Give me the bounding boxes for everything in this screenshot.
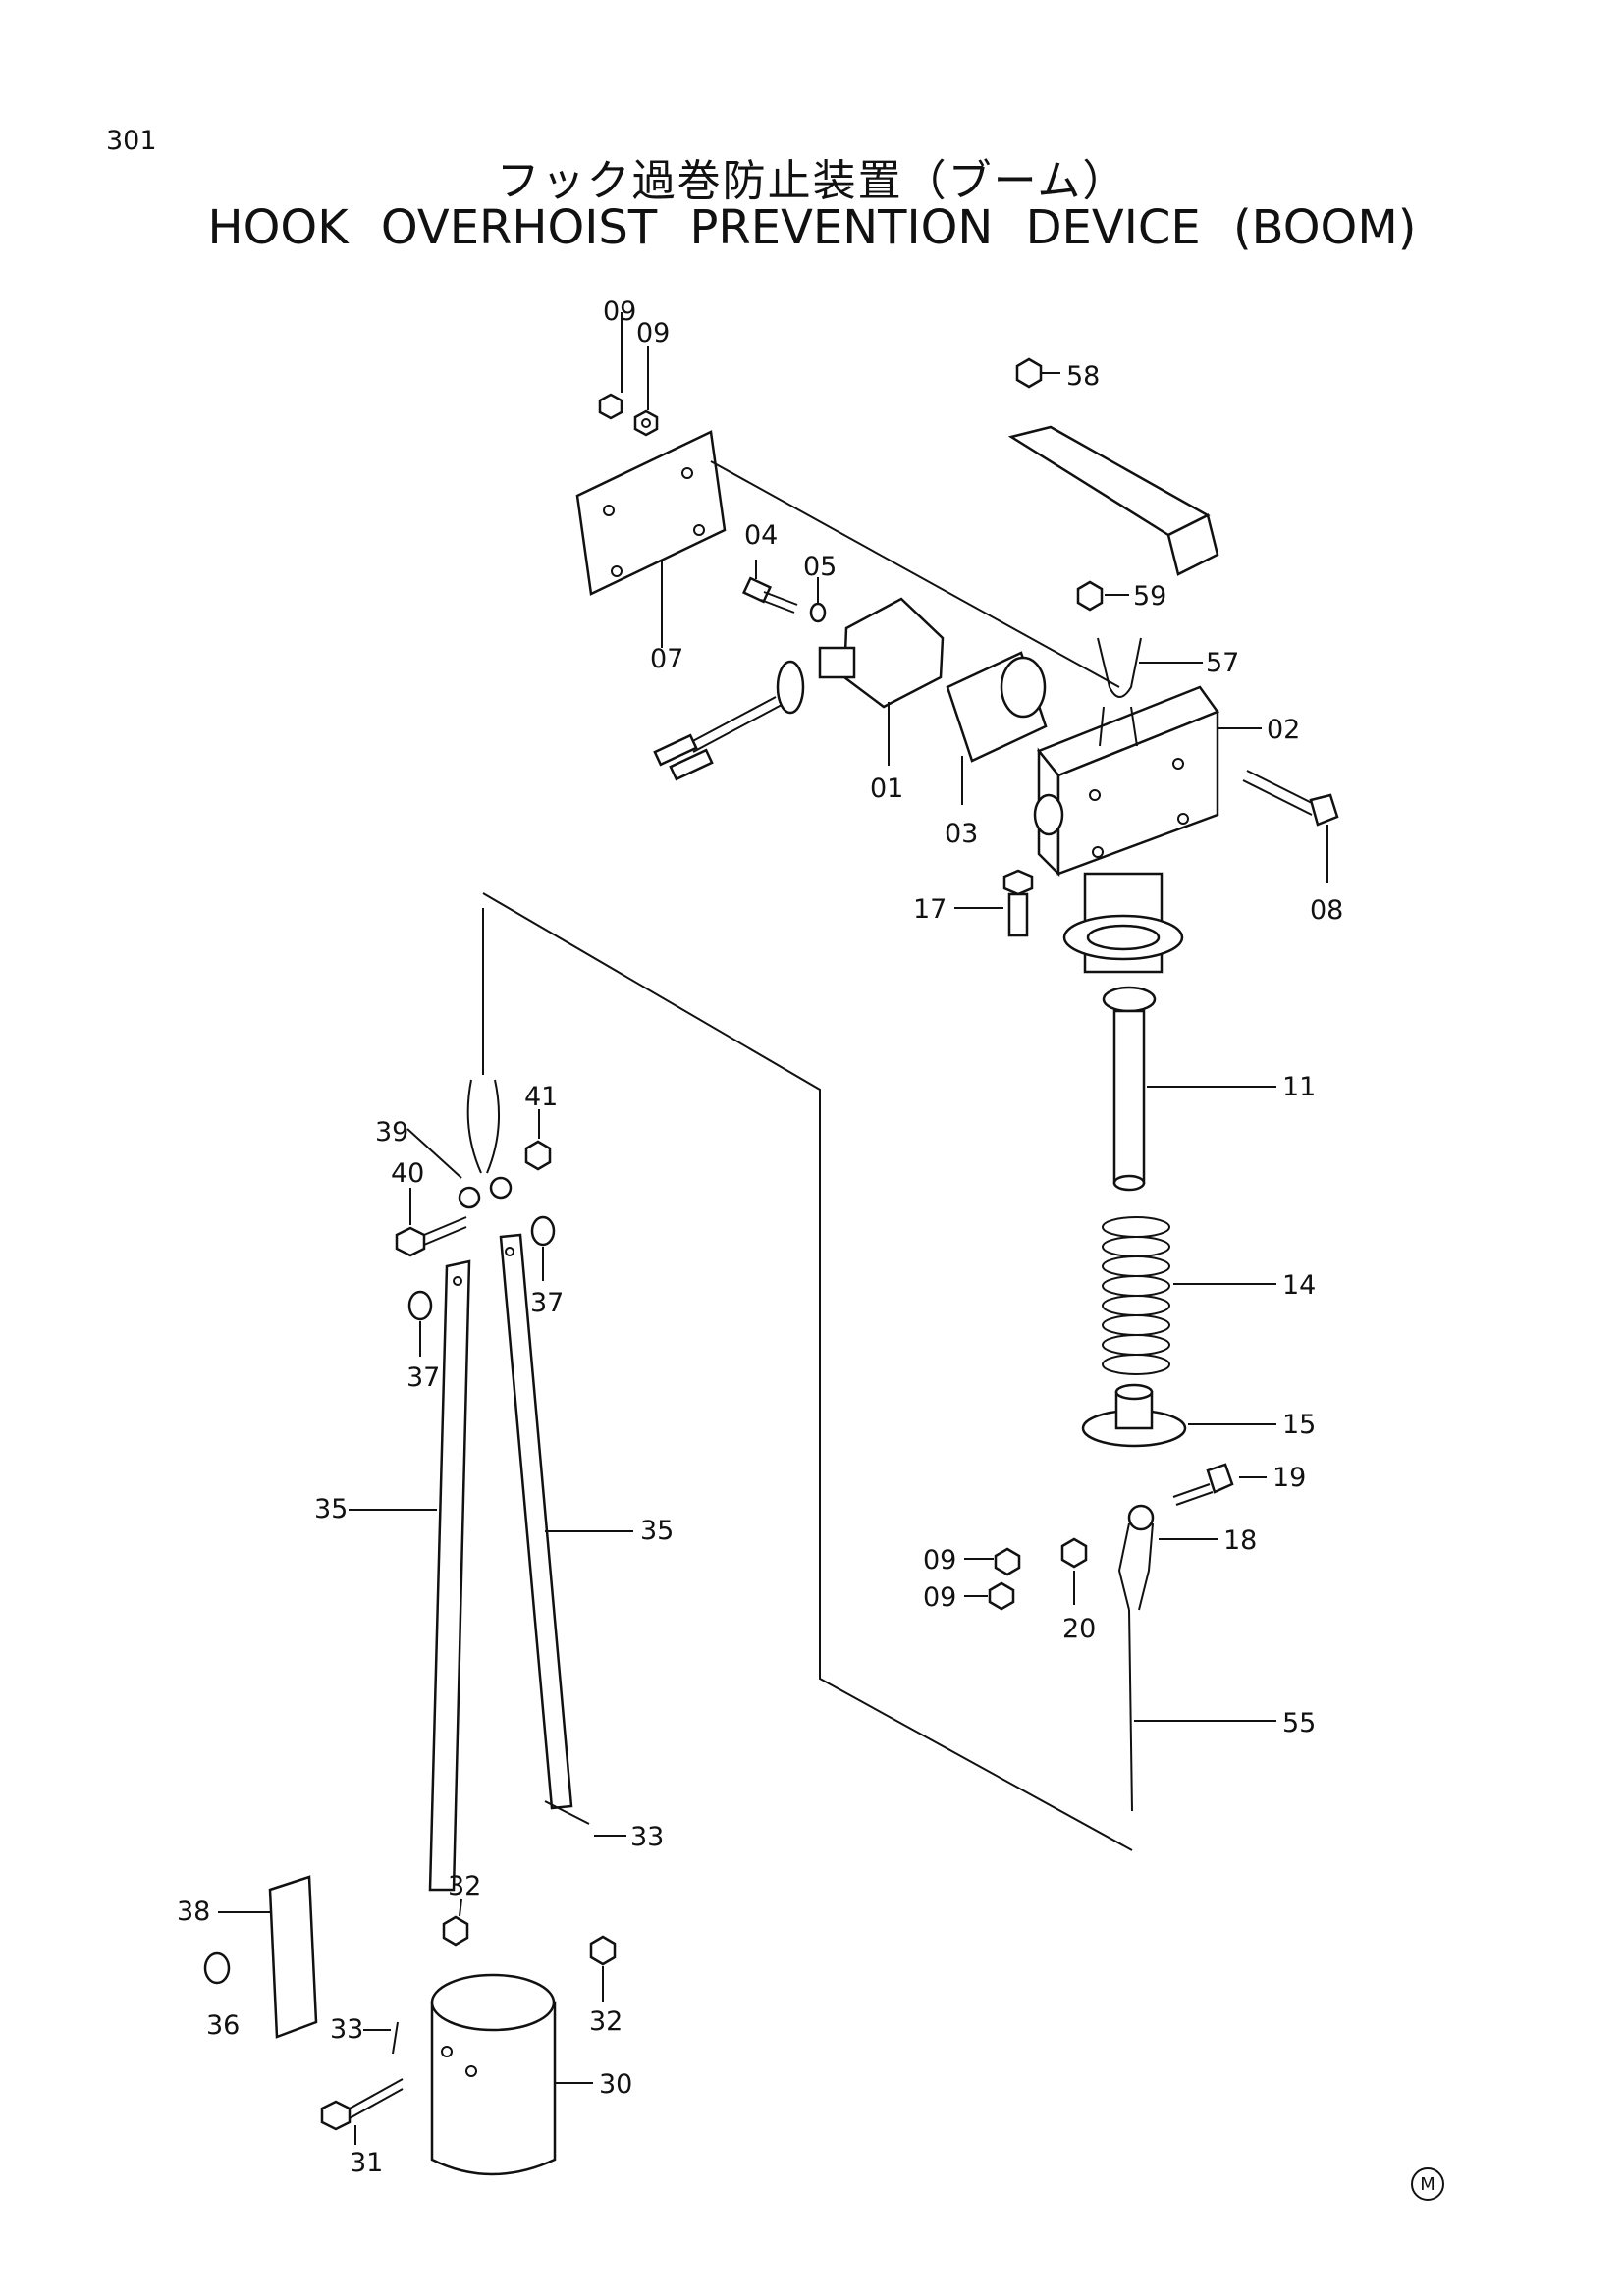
label-33-upper: 33	[630, 1822, 664, 1852]
label-38: 38	[177, 1896, 210, 1927]
label-20: 20	[1062, 1614, 1096, 1644]
washer-37-left	[407, 1290, 433, 1321]
washer-05	[809, 602, 827, 623]
label-09-a: 09	[603, 296, 636, 327]
label-36: 36	[206, 2010, 240, 2041]
label-37-right: 37	[530, 1288, 564, 1318]
label-58: 58	[1066, 361, 1100, 392]
label-05: 05	[803, 552, 837, 582]
label-08: 08	[1310, 895, 1343, 926]
cover-03	[946, 651, 1048, 763]
plunger-11	[1102, 986, 1157, 1192]
bolt-40	[395, 1216, 467, 1257]
washer-37-right	[530, 1215, 556, 1247]
label-09-d: 09	[923, 1582, 956, 1613]
counterweight-38	[268, 1875, 318, 2039]
pin-31	[320, 2078, 404, 2131]
label-35-left: 35	[314, 1494, 348, 1524]
link-35-left	[428, 1259, 471, 1892]
routing-line-plate	[710, 460, 1120, 688]
nut-09-lower-b	[988, 1581, 1015, 1611]
spring-seat-15	[1081, 1383, 1187, 1448]
label-32-upper: 32	[448, 1871, 481, 1901]
washer-36	[203, 1951, 231, 1985]
shackle-39	[458, 1079, 513, 1209]
label-09-b: 09	[636, 318, 670, 348]
label-11: 11	[1282, 1072, 1316, 1102]
bolt-04	[741, 576, 798, 614]
label-41: 41	[524, 1082, 558, 1112]
spring-14	[1102, 1216, 1170, 1375]
bolt-19	[1172, 1463, 1234, 1506]
label-03: 03	[945, 819, 978, 849]
u-bolt-57	[1097, 637, 1142, 747]
nut-32-left	[442, 1915, 469, 1947]
label-15: 15	[1282, 1410, 1316, 1440]
label-57: 57	[1206, 648, 1239, 678]
label-04: 04	[744, 520, 778, 551]
nut-09-top-right	[633, 409, 659, 437]
label-32-lower: 32	[589, 2006, 623, 2037]
label-33-lower: 33	[330, 2014, 363, 2045]
label-40: 40	[391, 1158, 424, 1189]
label-14: 14	[1282, 1270, 1316, 1301]
label-59: 59	[1133, 581, 1166, 612]
mounting-plate-07	[575, 430, 727, 596]
wire-rope-55	[1128, 1609, 1133, 1812]
routing-line	[482, 892, 1133, 1851]
label-37-left: 37	[406, 1362, 440, 1393]
nut-20	[1060, 1537, 1088, 1569]
title-english: HOOK OVERHOIST PREVENTION DEVICE (BOOM)	[207, 200, 1417, 255]
bolt-08	[1242, 770, 1339, 827]
socket-18	[1117, 1504, 1155, 1611]
cover-plate-58	[1007, 425, 1219, 576]
label-01: 01	[870, 774, 903, 804]
label-35-right: 35	[640, 1516, 674, 1546]
nut-59	[1076, 580, 1104, 612]
label-19: 19	[1272, 1463, 1306, 1493]
nut-09-lower-a	[994, 1547, 1021, 1576]
leader-lines	[218, 312, 1328, 2145]
label-30: 30	[599, 2069, 632, 2100]
label-07: 07	[650, 644, 683, 674]
label-31: 31	[350, 2148, 383, 2178]
cotter-pin-33-lower	[392, 2021, 399, 2055]
label-02: 02	[1267, 715, 1300, 745]
page-number: 301	[106, 126, 157, 156]
label-39: 39	[375, 1117, 408, 1148]
nut-41	[524, 1140, 552, 1171]
bracket-02	[1033, 685, 1219, 974]
limit-switch-01	[653, 597, 945, 781]
title-japanese: フック過巻防止装置（ブーム）	[496, 156, 1128, 206]
model-stamp: M	[1411, 2167, 1444, 2201]
label-09-c: 09	[923, 1545, 956, 1575]
link-35-right	[499, 1233, 573, 1810]
cotter-pin-33-upper	[544, 1800, 590, 1825]
weight-30	[430, 1973, 557, 2176]
bolt-17	[1002, 869, 1034, 937]
label-55: 55	[1282, 1708, 1316, 1738]
label-18: 18	[1223, 1525, 1257, 1556]
label-17: 17	[913, 894, 947, 925]
nut-09-top-left	[598, 393, 623, 420]
nut-58	[1015, 357, 1043, 389]
nut-32-right	[589, 1935, 617, 1966]
